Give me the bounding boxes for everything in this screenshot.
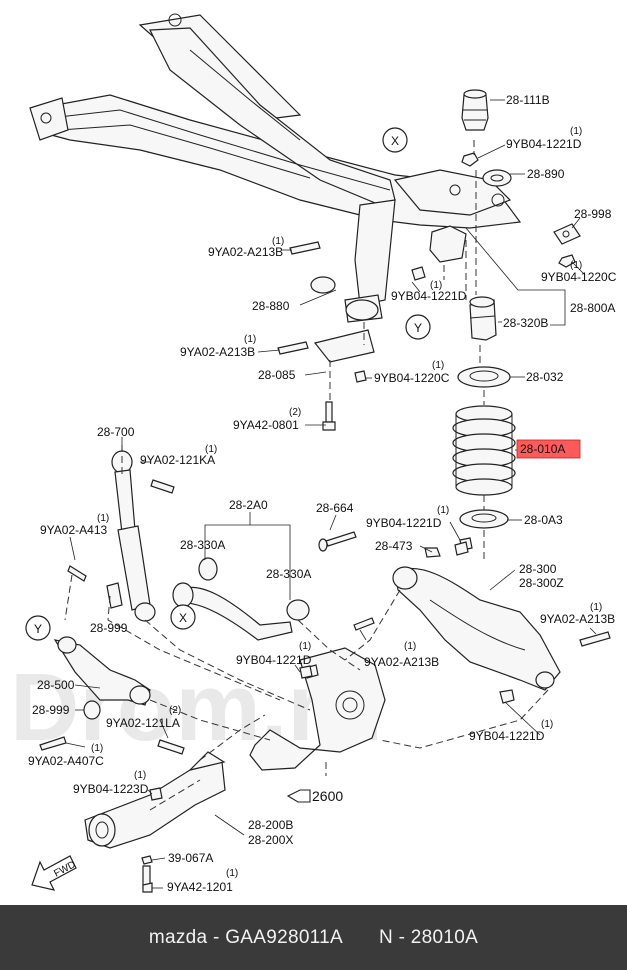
label-9ya02-121la: 9YA02-121LA [106,716,180,730]
svg-text:(1): (1) [570,126,582,137]
lateral-link [39,636,185,755]
marker-y-link: Y [25,615,51,641]
svg-text:(2): (2) [289,407,301,418]
label-9ya02-a413: 9YA02-A413 [40,523,107,537]
label-9yb04-1221d: 9YB04-1221D [236,653,312,667]
label-9ya42-0801: 9YA42-0801 [233,418,299,432]
label-28-200x: 28-200X [248,833,293,847]
label-9yb04-1220c: 9YB04-1220C [541,270,617,284]
label-28-320b: 28-320B [503,316,548,330]
label-9ya02-a213b: 9YA02-A213B [208,245,283,259]
label-28-200b: 28-200B [248,818,293,832]
label-28-0a3: 28-0A3 [524,513,563,527]
label-9ya42-1201: 9YA42-1201 [167,880,233,894]
svg-text:FWD: FWD [52,859,77,879]
label-28-330a: 28-330A [266,567,311,581]
caption-bar: mazda - GAA928011A N - 28010A [0,905,627,970]
label-28-700: 28-700 [97,425,135,439]
label-9yb04-1223d: 9YB04-1223D [73,782,149,796]
label-9ya02-a407c: 9YA02-A407C [28,754,104,768]
label-9ya02-121ka: 9YA02-121KA [140,453,215,467]
svg-text:(1): (1) [244,334,256,345]
label-28-880: 28-880 [252,299,290,313]
label-28-085: 28-085 [258,368,296,382]
suspension-diagram: Drom.ru [10,13,617,894]
label-28-300: 28-300 [519,562,557,576]
svg-text:(2): (2) [169,705,181,716]
shock-absorber [67,450,175,622]
label-28-032: 28-032 [526,370,564,384]
svg-text:(1): (1) [570,260,582,271]
svg-text:Y: Y [34,622,42,636]
svg-text:(1): (1) [205,444,217,455]
label-9yb04-1221d: 9YB04-1221D [366,516,442,530]
caption-part-number: mazda - GAA928011A [148,926,343,948]
label-28-010a: 28-010A [520,442,565,456]
coil-spring [452,405,516,529]
svg-text:(1): (1) [272,236,284,247]
label-28-2a0: 28-2A0 [229,498,268,512]
assembly-lines [64,140,549,811]
label-28-999: 28-999 [32,703,70,717]
label-9ya02-a213b: 9YA02-A213B [540,612,615,626]
label-28-999: 28-999 [90,621,128,635]
label-28-473: 28-473 [375,539,413,553]
label-9yb04-1220c: 9YB04-1220C [374,371,450,385]
svg-text:Y: Y [414,321,422,335]
svg-text:(1): (1) [134,770,146,781]
lower-control-arm [392,537,611,704]
knuckle [249,617,386,776]
label-28-330a: 28-330A [180,538,225,552]
label-9yb04-1221d: 9YB04-1221D [469,729,545,743]
label-28-890: 28-890 [527,167,565,181]
part-labels: 28-111B (1) 9YB04-1221D 28-890 28-998 (1… [28,93,617,894]
svg-text:(1): (1) [430,280,442,291]
svg-text:X: X [179,611,187,625]
label-9ya02-a213b: 9YA02-A213B [364,655,439,669]
leader-lines [65,99,597,889]
svg-text:(1): (1) [541,719,553,730]
svg-text:(1): (1) [404,641,416,652]
svg-text:(1): (1) [299,641,311,652]
label-28-998: 28-998 [574,207,612,221]
label-39-067a: 39-067A [168,851,213,865]
upper-lateral-arm [172,531,357,641]
svg-text:X: X [391,134,399,148]
label-9yb04-1221d: 9YB04-1221D [506,137,582,151]
fwd-arrow-icon: FWD [31,855,78,891]
svg-text:(1): (1) [226,868,238,879]
label-9ya02-a213b: 9YA02-A213B [180,345,255,359]
trailing-link [84,751,226,893]
caption-diagram-code: N - 28010A [378,926,479,948]
label-2600: 2600 [312,788,343,804]
svg-text:(1): (1) [91,743,103,754]
marker-x-top: X [382,127,408,153]
svg-text:(1): (1) [590,602,602,613]
svg-text:(1): (1) [437,505,449,516]
label-28-800a: 28-800A [570,301,615,315]
marker-x-arm: X [170,604,196,630]
label-9yb04-1221d: 9YB04-1221D [391,289,467,303]
svg-text:(1): (1) [97,513,109,524]
subframe [29,13,522,323]
label-28-664: 28-664 [316,501,354,515]
highlight-box [516,439,581,459]
svg-text:(1): (1) [432,360,444,371]
label-28-300z: 28-300Z [519,576,564,590]
marker-y-top: Y [405,314,431,340]
label-28-111b: 28-111B [506,93,550,107]
bolts [277,241,469,679]
pointer-hand-icon [286,789,311,803]
label-28-500: 28-500 [37,678,75,692]
